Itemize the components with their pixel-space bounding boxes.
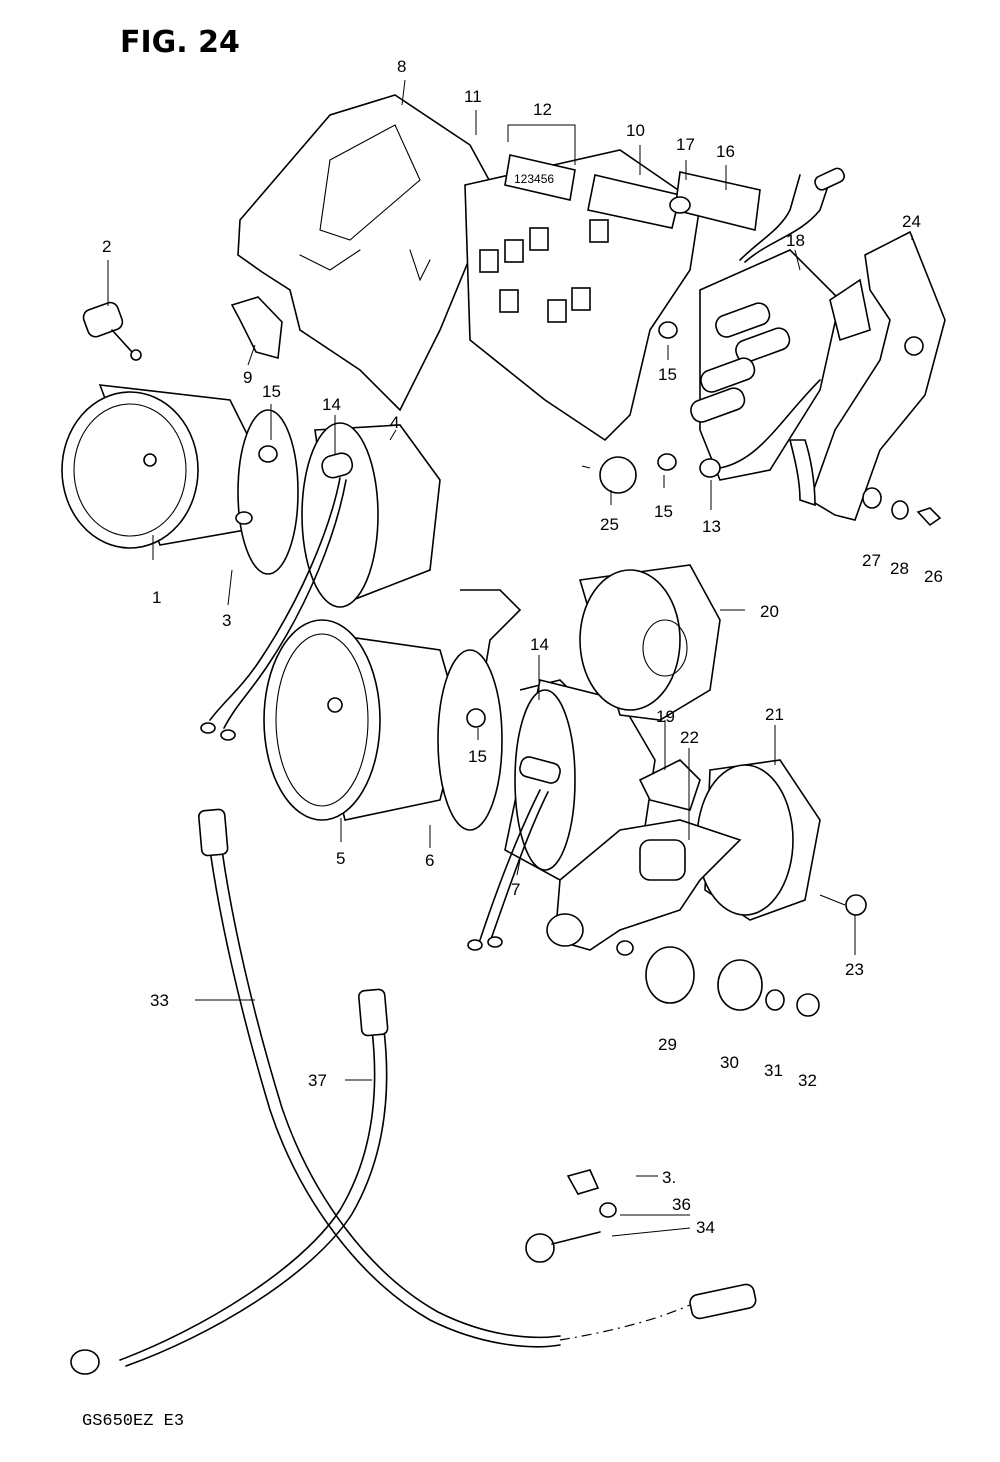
leader-lines	[107, 79, 913, 1237]
callout-7: 7	[511, 880, 520, 899]
cable-fasteners	[525, 1169, 617, 1263]
callout-17: 17	[676, 135, 695, 154]
clip-part	[230, 296, 283, 360]
callout-19: 19	[656, 707, 675, 726]
callout-23: 23	[845, 960, 864, 979]
panel-digits: 123456	[514, 172, 554, 186]
meter-cables	[70, 808, 757, 1375]
callout-34: 34	[696, 1218, 715, 1237]
tachometer-assembly	[61, 384, 441, 741]
callout-15d: 15	[468, 747, 487, 766]
callout-4: 4	[390, 413, 399, 432]
callout-5: 5	[336, 849, 345, 868]
callout-16: 16	[716, 142, 735, 161]
callout-8: 8	[397, 57, 406, 76]
case-cover-lower	[546, 759, 821, 956]
meter-bracket	[788, 230, 946, 521]
callout-15b: 15	[658, 365, 677, 384]
callout-26: 26	[924, 567, 943, 586]
callout-25: 25	[600, 515, 619, 534]
callout-35: 3.	[662, 1168, 676, 1187]
callout-29: 29	[658, 1035, 677, 1054]
speedometer-assembly	[263, 589, 656, 951]
callout-6: 6	[425, 851, 434, 870]
callout-1: 1	[152, 588, 161, 607]
callout-28: 28	[890, 559, 909, 578]
callout-32: 32	[798, 1071, 817, 1090]
meter-cover-upper	[237, 94, 501, 412]
callout-31: 31	[764, 1061, 783, 1080]
callout-33: 33	[150, 991, 169, 1010]
callout-11: 11	[464, 87, 482, 106]
callout-30: 30	[720, 1053, 739, 1072]
callout-13: 13	[702, 517, 721, 536]
callout-36: 36	[672, 1195, 691, 1214]
callout-21: 21	[765, 705, 784, 724]
callout-22: 22	[680, 728, 699, 747]
meter-knob	[82, 301, 142, 361]
callout-15a: 15	[262, 382, 281, 401]
bulb-socket-harness	[657, 167, 845, 481]
callout-14a: 14	[322, 395, 341, 414]
case-cover-upper	[578, 564, 721, 721]
figure-title: FIG. 24	[120, 25, 240, 60]
callout-14b: 14	[530, 635, 549, 654]
callout-20: 20	[760, 602, 779, 621]
model-code: GS650EZ E3	[82, 1412, 184, 1431]
callout-15c: 15	[654, 502, 673, 521]
small-hardware	[599, 456, 942, 1017]
callout-18: 18	[786, 231, 805, 250]
callout-12: 12	[533, 100, 552, 119]
callout-24: 24	[902, 212, 921, 231]
callout-10: 10	[626, 121, 645, 140]
callout-labels: 1 2 3 4 5 6 7 8 9 10 11 12 13 14 14 15 1…	[102, 57, 943, 1237]
indicator-panel: 123456	[464, 149, 701, 442]
callout-2: 2	[102, 237, 111, 256]
callout-9: 9	[243, 368, 252, 387]
callout-3: 3	[222, 611, 231, 630]
callout-27: 27	[862, 551, 881, 570]
callout-37: 37	[308, 1071, 327, 1090]
